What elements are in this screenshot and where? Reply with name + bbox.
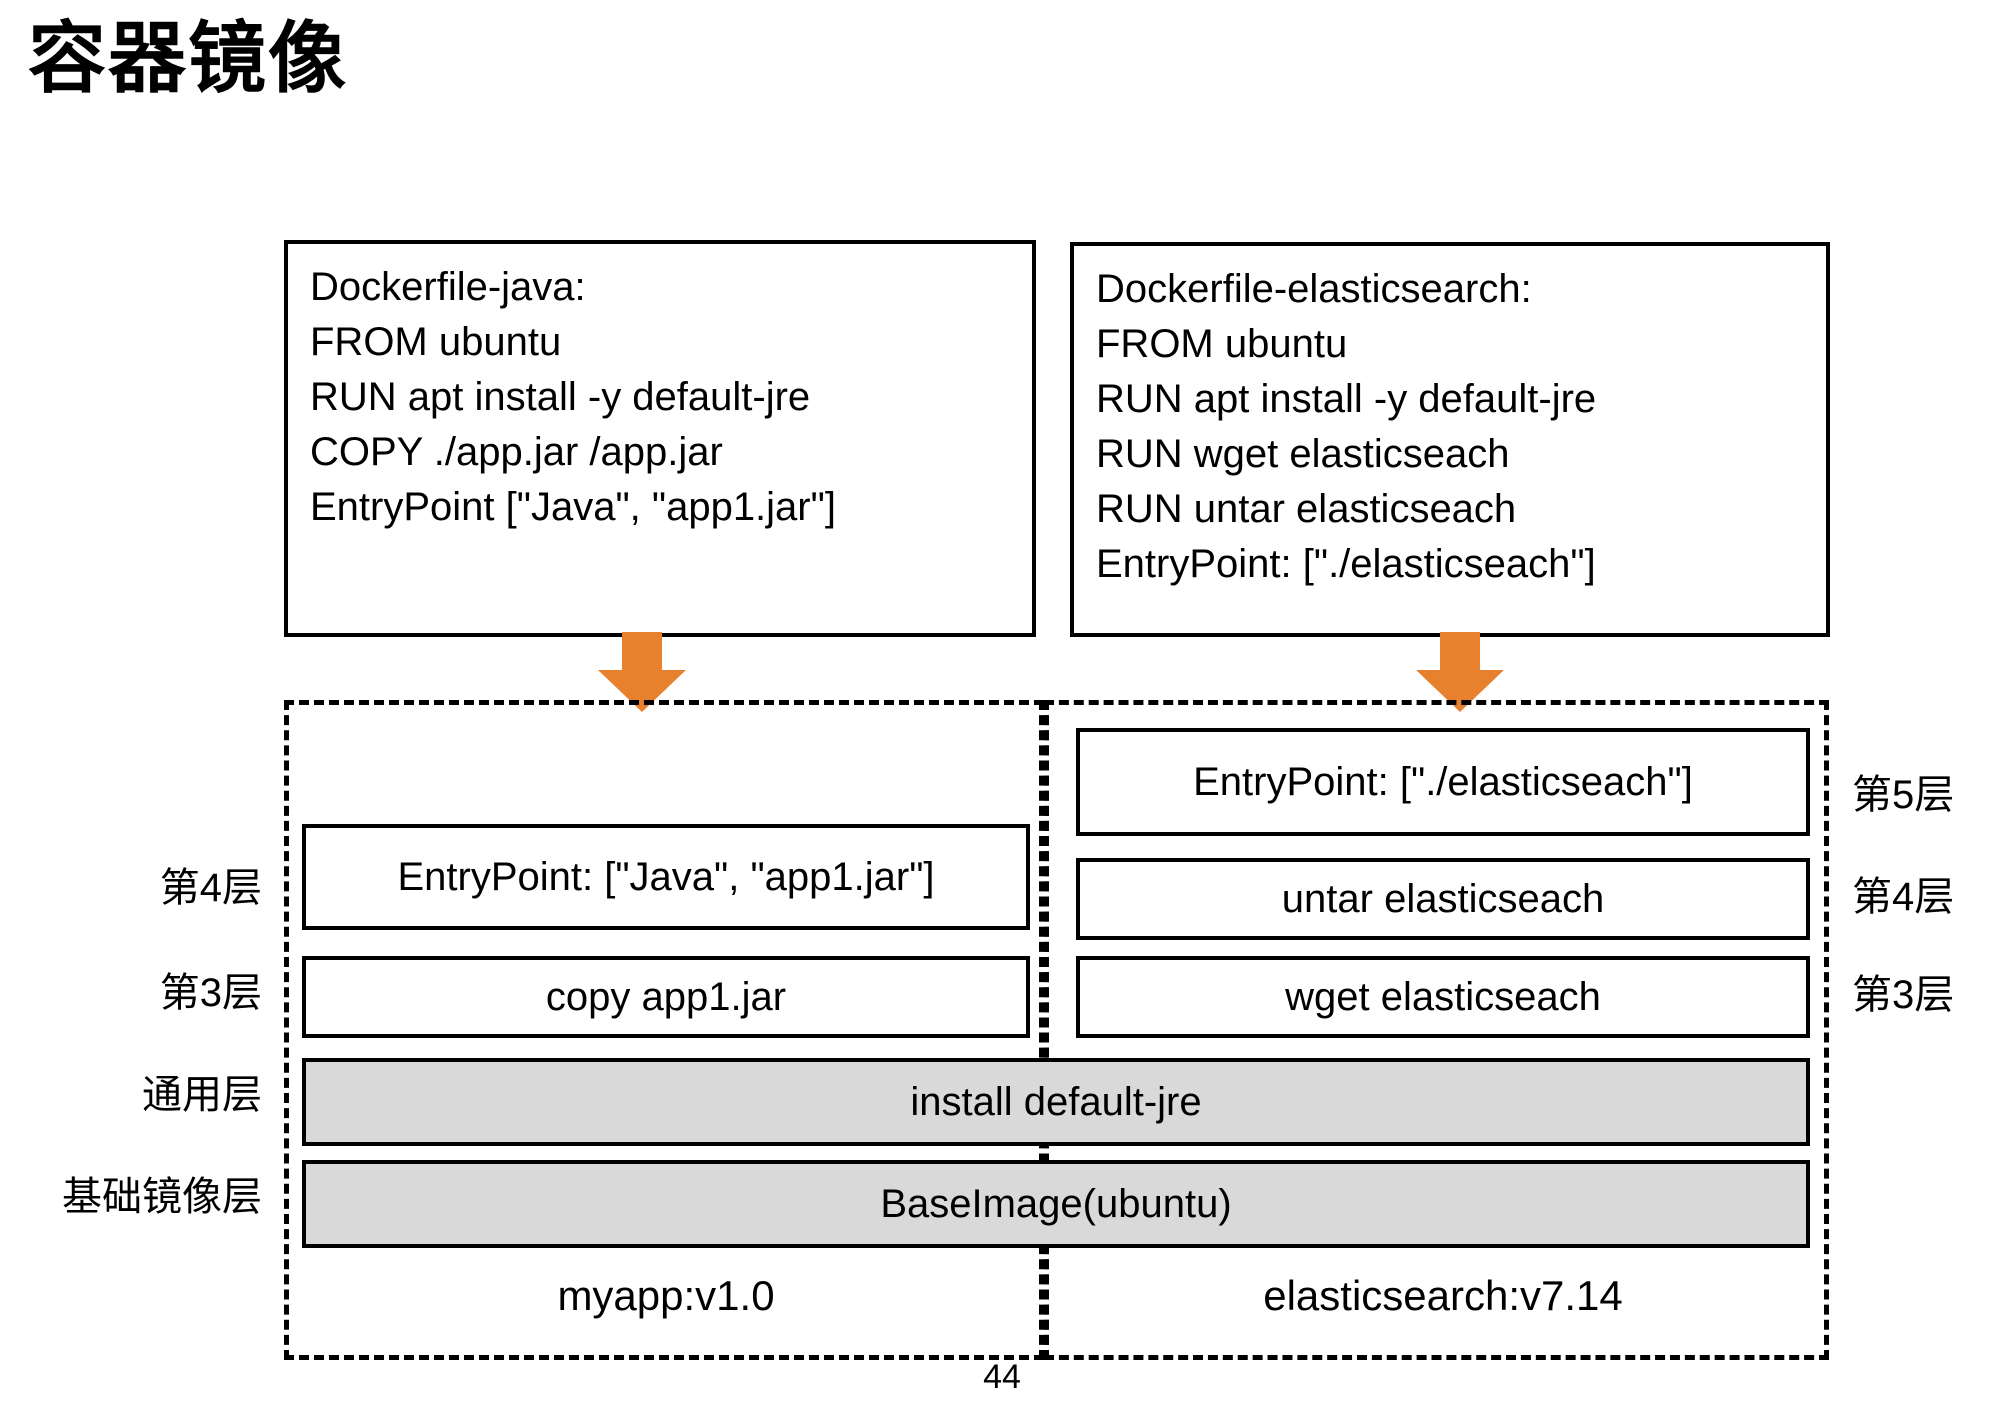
layer-label-left-common: 通用层 bbox=[142, 1073, 262, 1117]
dockerfile-java-line: Dockerfile-java: bbox=[310, 265, 586, 309]
dockerfile-java-line: COPY ./app.jar /app.jar bbox=[310, 430, 723, 474]
layer-label-left-base: 基础镜像层 bbox=[62, 1175, 262, 1219]
dockerfile-elasticsearch-line: RUN untar elasticseach bbox=[1096, 487, 1517, 531]
layer-label-left-3: 第3层 bbox=[159, 971, 262, 1015]
dockerfile-java-line: FROM ubuntu bbox=[310, 320, 562, 364]
layer-box: EntryPoint: ["./elasticseach"] bbox=[1076, 728, 1810, 836]
arrow-head bbox=[598, 670, 686, 712]
image-name-myapp: myapp:v1.0 bbox=[557, 1272, 775, 1319]
dockerfile-elasticsearch-line: RUN wget elasticseach bbox=[1096, 432, 1510, 476]
arrow-shaft bbox=[622, 632, 662, 674]
layer-box: untar elasticseach bbox=[1076, 858, 1810, 940]
dockerfile-elasticsearch-line: EntryPoint: ["./elasticseach"] bbox=[1096, 542, 1596, 586]
dockerfile-elasticsearch-box: Dockerfile-elasticsearch: FROM ubuntu RU… bbox=[1070, 242, 1830, 637]
shared-layer-box: BaseImage(ubuntu) bbox=[302, 1160, 1810, 1248]
layer-label-right-3: 第3层 bbox=[1852, 973, 1955, 1017]
image-container-myapp bbox=[284, 700, 1044, 1360]
layer-label-right-4: 第4层 bbox=[1852, 875, 1955, 919]
dockerfile-java-line: EntryPoint ["Java", "app1.jar"] bbox=[310, 485, 836, 529]
arrow-head bbox=[1416, 670, 1504, 712]
down-arrow-icon bbox=[598, 632, 686, 712]
container-divider bbox=[1044, 700, 1049, 1360]
layer-box: wget elasticseach bbox=[1076, 956, 1810, 1038]
page-title: 容器镜像 bbox=[28, 14, 349, 102]
arrow-shaft bbox=[1440, 632, 1480, 674]
shared-layer-box: install default-jre bbox=[302, 1058, 1810, 1146]
image-name-elasticsearch: elasticsearch:v7.14 bbox=[1263, 1272, 1623, 1319]
layer-label-right-5: 第5层 bbox=[1852, 773, 1955, 817]
dockerfile-java-line: RUN apt install -y default-jre bbox=[310, 375, 811, 419]
down-arrow-icon bbox=[1416, 632, 1504, 712]
dockerfile-elasticsearch-line: RUN apt install -y default-jre bbox=[1096, 377, 1597, 421]
layer-label-left-4: 第4层 bbox=[159, 866, 262, 910]
dockerfile-elasticsearch-line: Dockerfile-elasticsearch: bbox=[1096, 267, 1532, 311]
layer-box: EntryPoint: ["Java", "app1.jar"] bbox=[302, 824, 1030, 930]
page-number: 44 bbox=[983, 1358, 1021, 1396]
dockerfile-elasticsearch-line: FROM ubuntu bbox=[1096, 322, 1348, 366]
layer-box: copy app1.jar bbox=[302, 956, 1030, 1038]
dockerfile-java-box: Dockerfile-java: FROM ubuntu RUN apt ins… bbox=[284, 240, 1036, 637]
